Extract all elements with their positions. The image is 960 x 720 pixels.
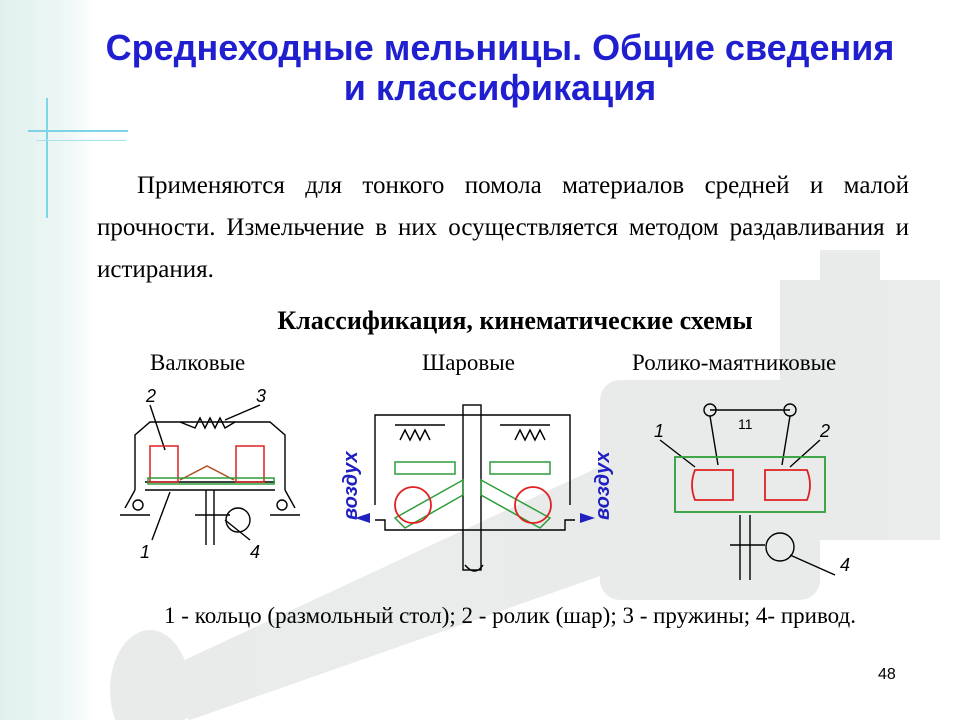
roller-label-3: 3 [256, 386, 266, 406]
roller-label-4: 4 [250, 542, 260, 562]
decor-horizontal-line [28, 130, 128, 132]
slide-title: Среднеходные мельницы. Общие сведения и … [105, 27, 895, 108]
type-label-pendulum: Ролико-маятниковые [632, 350, 837, 375]
pendulum-label-1: 1 [654, 421, 664, 441]
roller-mill-diagram: 2 3 1 4 [120, 386, 300, 562]
air-label-left: воздух [340, 451, 362, 520]
ball-mill-diagram: воздух воздух [340, 404, 614, 572]
pendulum-label-11: 11 [738, 416, 753, 432]
roller-label-2: 2 [145, 386, 156, 406]
pendulum-label-4: 4 [840, 555, 850, 575]
roller-label-1: 1 [140, 542, 150, 562]
decor-vertical-line [46, 98, 48, 218]
intro-paragraph: Применяются для тонкого помола материало… [97, 165, 909, 291]
intro-paragraph-text: Применяются для тонкого помола материало… [97, 172, 909, 283]
legend-caption: 1 - кольцо (размольный стол); 2 - ролик … [164, 603, 856, 628]
page-number: 48 [878, 666, 896, 683]
decor-horizontal-line-thin [36, 140, 126, 141]
classification-heading: Классификация, кинематические схемы [277, 306, 753, 335]
air-label-right: воздух [592, 451, 614, 520]
pendulum-mill-diagram: 1 11 2 4 [654, 403, 850, 580]
pendulum-label-2: 2 [819, 421, 830, 441]
type-label-roller: Валковые [150, 350, 246, 375]
type-label-ball: Шаровые [422, 350, 515, 375]
